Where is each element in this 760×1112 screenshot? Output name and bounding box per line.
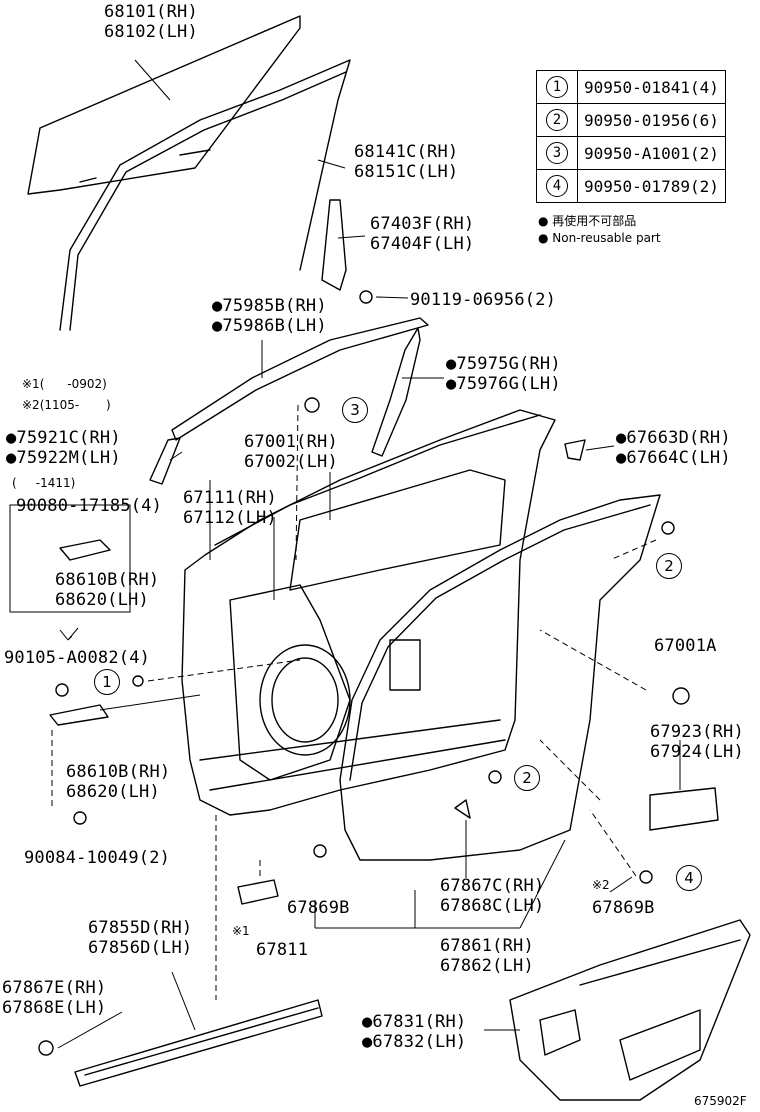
label-box-bolt: 90080-17185(4) bbox=[16, 496, 163, 516]
legend-num: 4 bbox=[546, 175, 568, 197]
legend-num: 2 bbox=[546, 109, 568, 131]
label-bolt1: 90119-06956(2) bbox=[410, 290, 557, 310]
weatherstrip-c bbox=[149, 437, 181, 485]
weatherstrip-g bbox=[371, 327, 421, 457]
door-weatherstrip bbox=[339, 494, 661, 861]
callout-2-lower: 2 bbox=[514, 765, 540, 791]
door-check bbox=[59, 539, 111, 561]
fastener-legend: 1 90950-01841(4) 2 90950-01956(6) 3 90950-A… bbox=[536, 70, 726, 203]
legend-part: 90950-A1001(2) bbox=[577, 136, 726, 170]
label-bolt3: 90084-10049(2) bbox=[24, 848, 171, 868]
label-weather-b: ●75985B(RH)●75986B(LH) bbox=[212, 296, 327, 336]
label-clip-d: ●67663D(RH)●67664C(LH) bbox=[616, 428, 731, 468]
note-mark-1: ※1 bbox=[232, 924, 250, 938]
label-sash: 67403F(RH)67404F(LH) bbox=[370, 214, 475, 254]
clip-top bbox=[564, 439, 586, 461]
legend-note-en: ● Non-reusable part bbox=[538, 231, 661, 245]
door-check-lower bbox=[49, 704, 109, 726]
legend-note-jp: ● 再使用不可部品 bbox=[538, 214, 637, 228]
label-glass-run: 68141C(RH)68151C(LH) bbox=[354, 142, 459, 182]
legend-num: 1 bbox=[546, 76, 568, 98]
legend-row: 4 90950-01789(2) bbox=[536, 169, 726, 203]
label-seal: 67811 bbox=[256, 940, 309, 960]
legend-part: 90950-01789(2) bbox=[577, 169, 726, 203]
callout-1: 1 bbox=[94, 669, 120, 695]
silencer-pad bbox=[649, 787, 719, 831]
note-1: ※1( -0902) bbox=[22, 377, 107, 391]
belt-moulding bbox=[171, 317, 429, 441]
label-pad: 67923(RH)67924(LH) bbox=[650, 722, 744, 762]
callout-2-upper: 2 bbox=[656, 553, 682, 579]
door-trim-board bbox=[509, 919, 751, 1101]
door-outer bbox=[181, 409, 556, 816]
label-bolt2: 90105-A0082(4) bbox=[4, 648, 151, 668]
legend-part: 90950-01956(6) bbox=[577, 103, 726, 137]
label-weather-g: ●75975G(RH)●75976G(LH) bbox=[446, 354, 561, 394]
label-weatherstrip: 67861(RH)67862(LH) bbox=[440, 936, 534, 976]
legend-row: 2 90950-01956(6) bbox=[536, 103, 726, 137]
hole-seal bbox=[237, 879, 279, 905]
legend-row: 1 90950-01841(4) bbox=[536, 70, 726, 104]
label-clip-b-left: 67869B bbox=[287, 898, 350, 918]
callout-4: 4 bbox=[676, 865, 702, 891]
label-door: 67001(RH)67002(LH) bbox=[244, 432, 338, 472]
glass-run bbox=[59, 59, 351, 331]
legend-num: 3 bbox=[546, 142, 568, 164]
note-mark-2: ※2 bbox=[592, 878, 610, 892]
label-clip-b-right: 67869B bbox=[592, 898, 655, 918]
figure-code: 675902F bbox=[694, 1094, 747, 1108]
note-2: ※2(1105- ) bbox=[22, 398, 111, 412]
label-trim: ●67831(RH)●67832(LH) bbox=[362, 1012, 467, 1052]
label-check-upper: 68610B(RH)68620(LH) bbox=[55, 570, 160, 610]
callout-3: 3 bbox=[342, 397, 368, 423]
side-protector bbox=[74, 999, 323, 1087]
door-glass bbox=[27, 15, 301, 195]
label-plug: 67001A bbox=[654, 636, 717, 656]
legend-row: 3 90950-A1001(2) bbox=[536, 136, 726, 170]
note-3: ( -1411) bbox=[12, 476, 76, 490]
label-check-lower: 68610B(RH)68620(LH) bbox=[66, 762, 171, 802]
label-panel: 67111(RH)67112(LH) bbox=[183, 488, 277, 528]
sash-channel bbox=[321, 199, 347, 291]
label-weather-c: ●75921C(RH)●75922M(LH) bbox=[6, 428, 121, 468]
label-protector-d: 67855D(RH)67856D(LH) bbox=[88, 918, 193, 958]
label-weatherstrip-c: 67867C(RH)67868C(LH) bbox=[440, 876, 545, 916]
label-protector-e: 67867E(RH)67868E(LH) bbox=[2, 978, 107, 1018]
legend-part: 90950-01841(4) bbox=[577, 70, 726, 104]
label-glass: 68101(RH)68102(LH) bbox=[104, 2, 198, 42]
